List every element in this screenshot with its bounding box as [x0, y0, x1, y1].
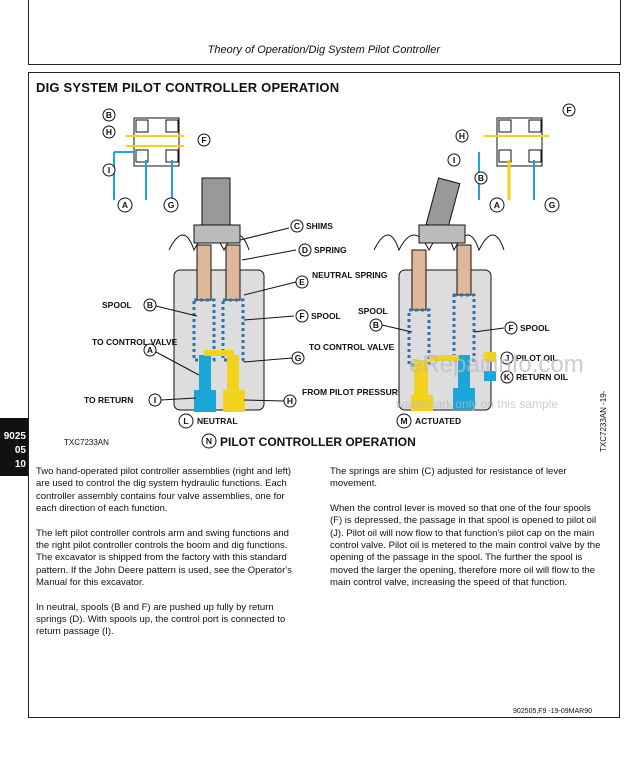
letter-J: J	[505, 353, 510, 363]
section-title: DIG SYSTEM PILOT CONTROLLER OPERATION	[36, 80, 340, 95]
label-actuated: ACTUATED	[415, 416, 461, 426]
label-from-pilot-regulator: FROM PILOT PRESSURE REGULATOR	[302, 387, 459, 397]
watermark-note: watermark only on this sample	[395, 397, 558, 411]
pilot-controller-diagram: B H F I A G C SHIMS D SPRING E NEUTRAL S…	[64, 103, 608, 452]
letter-H: H	[106, 127, 112, 137]
legend-pilot-oil-swatch	[484, 352, 496, 362]
letter-D: D	[302, 245, 308, 255]
tab-line-2: 05	[14, 445, 26, 456]
tab-line-1: 9025	[3, 431, 26, 442]
label-spool-f-right: SPOOL	[520, 323, 550, 333]
figure-caption: PILOT CONTROLLER OPERATION	[220, 435, 416, 449]
body-right-column: The springs are shim (C) adjusted for re…	[330, 466, 602, 602]
letter-A-right: A	[494, 200, 500, 210]
letter-A: A	[122, 200, 128, 210]
actuated-schematic	[478, 117, 549, 200]
actuated-controller-body	[373, 177, 505, 411]
letter-B-spool: B	[147, 300, 153, 310]
letter-H-right: H	[459, 131, 465, 141]
header-rule-bottom	[28, 64, 621, 65]
actuated-callouts: SPOOL B F SPOOL J PILOT OIL K RETURN OIL…	[358, 306, 568, 429]
letter-B-spool-right: B	[373, 320, 379, 330]
letter-F: F	[201, 135, 206, 145]
letter-F-spool: F	[299, 311, 304, 321]
letter-F-spool-right: F	[508, 323, 513, 333]
letter-F-right: F	[566, 105, 571, 115]
neutral-callouts: C SHIMS D SPRING E NEUTRAL SPRING F SPOO…	[84, 219, 459, 429]
neutral-controller-body	[168, 177, 265, 412]
letter-G-valve: G	[295, 353, 302, 363]
letter-E: E	[299, 277, 305, 287]
footer-code: 902505,F9 -19-09MAR90	[513, 708, 592, 715]
label-spool-b-right: SPOOL	[358, 306, 388, 316]
letter-B-right: B	[478, 173, 484, 183]
legend-return-oil: RETURN OIL	[516, 372, 568, 382]
letter-G: G	[168, 200, 175, 210]
letter-H-pilot: H	[287, 396, 293, 406]
figure-id-vertical: TXC7233AN -19-	[599, 390, 608, 452]
letter-L: L	[183, 416, 188, 426]
label-neutral-spring: NEUTRAL SPRING	[312, 270, 388, 280]
letter-M: M	[400, 416, 407, 426]
legend-return-oil-swatch	[484, 371, 496, 381]
neutral-schematic-letters: B H F I A G	[102, 108, 211, 213]
body-paragraph: In neutral, spools (B and F) are pushed …	[36, 601, 286, 638]
label-spool-b: SPOOL	[102, 300, 132, 310]
body-paragraph: The left pilot controller controls arm a…	[36, 527, 292, 589]
side-section-tab: 9025 05 10	[0, 418, 28, 476]
actuated-schematic-letters: F H I B A G	[447, 103, 576, 213]
figure-id: TXC7233AN	[64, 438, 109, 447]
body-paragraph: When the control lever is moved so that …	[330, 502, 601, 589]
letter-I: I	[108, 165, 110, 175]
label-spool-f: SPOOL	[311, 311, 341, 321]
letter-N: N	[206, 436, 212, 446]
letter-K: K	[504, 372, 511, 382]
label-to-control-valve-a: TO CONTROL VALVE	[92, 337, 178, 347]
label-spring: SPRING	[314, 245, 347, 255]
body-paragraph: Two hand-operated pilot controller assem…	[36, 466, 292, 515]
letter-I-right: I	[453, 155, 455, 165]
body-paragraph: The springs are shim (C) adjusted for re…	[330, 466, 567, 490]
content-frame	[28, 72, 620, 718]
letter-G-right: G	[549, 200, 556, 210]
letter-A-valve: A	[147, 345, 153, 355]
legend-pilot-oil: PILOT OIL	[516, 353, 558, 363]
label-shims: SHIMS	[306, 221, 333, 231]
watermark-url: eRepairinfo.com	[409, 351, 584, 378]
label-neutral: NEUTRAL	[197, 416, 238, 426]
tab-line-3: 10	[14, 459, 26, 470]
label-to-control-valve-g: TO CONTROL VALVE	[309, 342, 395, 352]
letter-C: C	[294, 221, 300, 231]
header-rule-right	[620, 0, 621, 64]
letter-I-return: I	[154, 395, 156, 405]
header-rule-left	[28, 0, 29, 64]
label-to-return: TO RETURN	[84, 395, 133, 405]
page-header-title: Theory of Operation/Dig System Pilot Con…	[207, 44, 440, 56]
neutral-schematic	[113, 117, 184, 200]
letter-B: B	[106, 110, 112, 120]
body-left-column: Two hand-operated pilot controller assem…	[36, 466, 294, 651]
